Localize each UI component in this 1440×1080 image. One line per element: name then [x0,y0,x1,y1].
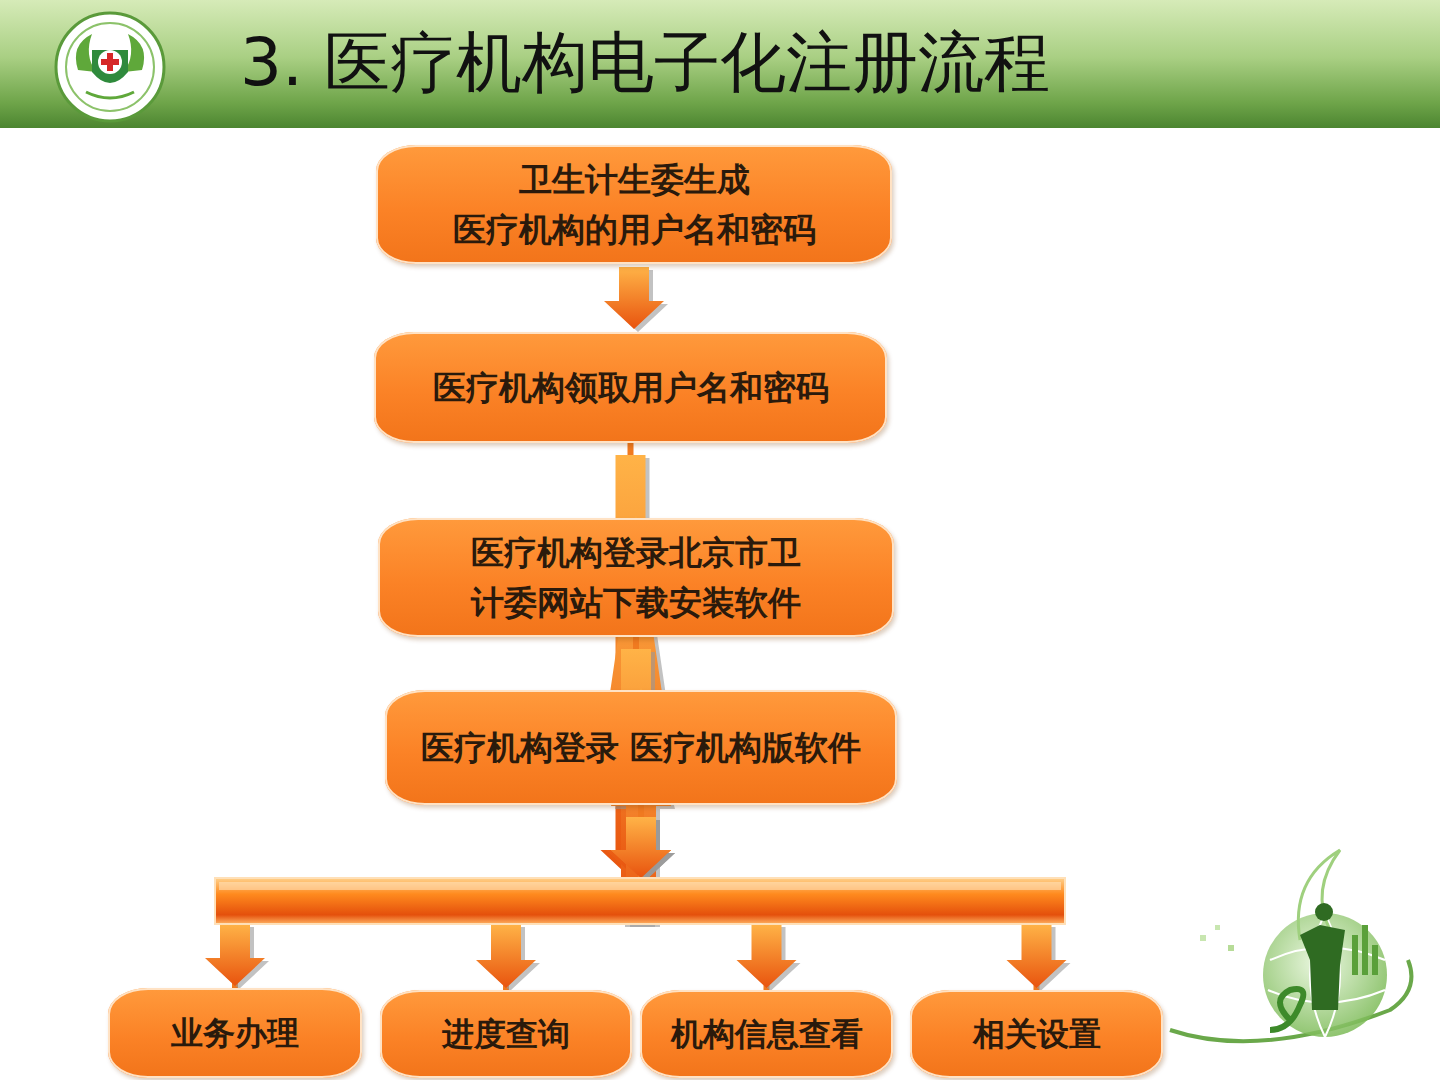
flow-arrow [604,267,668,332]
process-box: 机构信息查看 [640,990,893,1078]
arrow-part [611,817,671,878]
arrow-part [604,267,664,329]
process-box: 卫生计生委生成 医疗机构的用户名和密码 [376,145,892,264]
arrow-part [205,924,265,986]
arrow-part [737,924,797,988]
box-label: 医疗机构登录 医疗机构版软件 [421,723,862,773]
box-label: 机构信息查看 [671,1010,863,1058]
arrow-part [611,817,671,878]
arrow-part [611,817,671,878]
box-label: 进度查询 [442,1010,570,1058]
box-label: 业务办理 [171,1009,299,1057]
arrow-part [476,924,536,988]
logo [56,13,164,121]
process-box: 医疗机构登录北京市卫 计委网站下载安装软件 [378,518,894,637]
process-box: 进度查询 [380,990,632,1078]
corner-illustration [1170,850,1411,1041]
box-label: 卫生计生委生成 医疗机构的用户名和密码 [392,155,876,254]
flow-arrow [601,443,671,927]
box-label: 医疗机构领取用户名和密码 [433,363,829,413]
process-box: 医疗机构领取用户名和密码 [374,332,887,443]
process-box: 医疗机构登录 医疗机构版软件 [385,690,897,805]
box-label: 相关设置 [973,1010,1101,1058]
process-box: 业务办理 [108,988,362,1078]
box-label: 医疗机构登录北京市卫 计委网站下载安装软件 [394,528,878,627]
arrow-part [1007,924,1067,988]
arrow-part [611,817,671,878]
distribution-bar [215,878,1065,924]
process-box: 相关设置 [910,990,1163,1078]
slide-title: 3. 医疗机构电子化注册流程 [240,18,1050,108]
